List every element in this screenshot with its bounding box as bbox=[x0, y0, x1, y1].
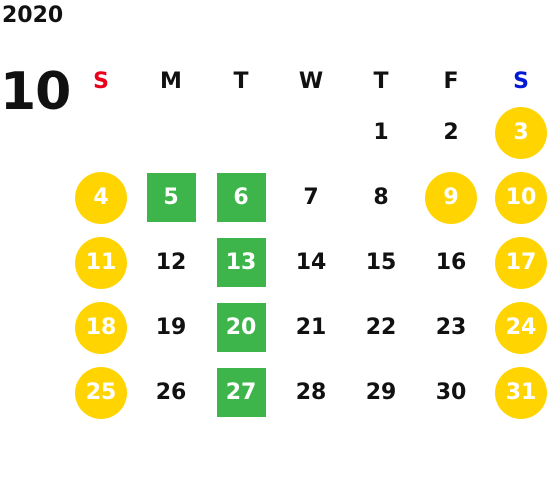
calendar-cell: 26 bbox=[136, 360, 206, 425]
calendar-cell: 31 bbox=[486, 360, 548, 425]
day-23[interactable]: 23 bbox=[435, 315, 467, 340]
calendar-cell: 12 bbox=[136, 230, 206, 295]
calendar-cell: 28 bbox=[276, 360, 346, 425]
day-14[interactable]: 14 bbox=[295, 250, 327, 275]
calendar-cell: 13 bbox=[206, 230, 276, 295]
day-25[interactable]: 25 bbox=[75, 366, 127, 419]
day-9[interactable]: 9 bbox=[425, 171, 477, 224]
day-2[interactable]: 2 bbox=[443, 120, 459, 145]
calendar-cell: 18 bbox=[66, 295, 136, 360]
calendar-cell: 10 bbox=[486, 165, 548, 230]
day-4[interactable]: 4 bbox=[75, 171, 127, 224]
weekday-header: M bbox=[160, 68, 182, 94]
day-6[interactable]: 6 bbox=[216, 173, 266, 222]
year-label: 2020 bbox=[2, 3, 64, 28]
day-7[interactable]: 7 bbox=[303, 185, 319, 210]
calendar-cell: 20 bbox=[206, 295, 276, 360]
calendar-cell: 30 bbox=[416, 360, 486, 425]
calendar-cell: 9 bbox=[416, 165, 486, 230]
weekday-header: F bbox=[443, 68, 459, 94]
calendar-cell: 27 bbox=[206, 360, 276, 425]
calendar-cell bbox=[136, 100, 206, 165]
calendar-cell: 29 bbox=[346, 360, 416, 425]
day-26[interactable]: 26 bbox=[155, 380, 187, 405]
day-3[interactable]: 3 bbox=[495, 106, 547, 159]
day-29[interactable]: 29 bbox=[365, 380, 397, 405]
weekday-header: T bbox=[373, 68, 389, 94]
calendar-cell: 17 bbox=[486, 230, 548, 295]
day-1[interactable]: 1 bbox=[373, 120, 389, 145]
day-24[interactable]: 24 bbox=[495, 301, 547, 354]
weekday-header: T bbox=[233, 68, 249, 94]
calendar-cell: 7 bbox=[276, 165, 346, 230]
calendar-cell: 8 bbox=[346, 165, 416, 230]
day-10[interactable]: 10 bbox=[495, 171, 547, 224]
calendar-cell: 21 bbox=[276, 295, 346, 360]
calendar-cell bbox=[206, 100, 276, 165]
day-8[interactable]: 8 bbox=[373, 185, 389, 210]
day-15[interactable]: 15 bbox=[365, 250, 397, 275]
day-18[interactable]: 18 bbox=[75, 301, 127, 354]
day-13[interactable]: 13 bbox=[216, 238, 266, 287]
month-label: 10 bbox=[0, 62, 71, 122]
weekday-header: W bbox=[298, 68, 324, 94]
calendar-cell: 14 bbox=[276, 230, 346, 295]
calendar-cell: 3 bbox=[486, 100, 548, 165]
day-27[interactable]: 27 bbox=[216, 368, 266, 417]
calendar-cell: 1 bbox=[346, 100, 416, 165]
calendar-cell bbox=[66, 100, 136, 165]
calendar-cell: 16 bbox=[416, 230, 486, 295]
day-20[interactable]: 20 bbox=[216, 303, 266, 352]
day-31[interactable]: 31 bbox=[495, 366, 547, 419]
calendar-cell: 23 bbox=[416, 295, 486, 360]
day-22[interactable]: 22 bbox=[365, 315, 397, 340]
calendar-cell bbox=[276, 100, 346, 165]
calendar-cell: 11 bbox=[66, 230, 136, 295]
day-11[interactable]: 11 bbox=[75, 236, 127, 289]
weekday-header: S bbox=[93, 68, 109, 94]
calendar-cell: 15 bbox=[346, 230, 416, 295]
calendar-cell: 5 bbox=[136, 165, 206, 230]
day-16[interactable]: 16 bbox=[435, 250, 467, 275]
day-30[interactable]: 30 bbox=[435, 380, 467, 405]
calendar-cell: 6 bbox=[206, 165, 276, 230]
calendar-cell: 19 bbox=[136, 295, 206, 360]
calendar-cell: 4 bbox=[66, 165, 136, 230]
day-28[interactable]: 28 bbox=[295, 380, 327, 405]
day-21[interactable]: 21 bbox=[295, 315, 327, 340]
day-12[interactable]: 12 bbox=[155, 250, 187, 275]
calendar-cell: 24 bbox=[486, 295, 548, 360]
day-19[interactable]: 19 bbox=[155, 315, 187, 340]
calendar-cell: 2 bbox=[416, 100, 486, 165]
day-5[interactable]: 5 bbox=[146, 173, 196, 222]
calendar-cell: 25 bbox=[66, 360, 136, 425]
day-17[interactable]: 17 bbox=[495, 236, 547, 289]
calendar-cell: 22 bbox=[346, 295, 416, 360]
weekday-header: S bbox=[513, 68, 529, 94]
